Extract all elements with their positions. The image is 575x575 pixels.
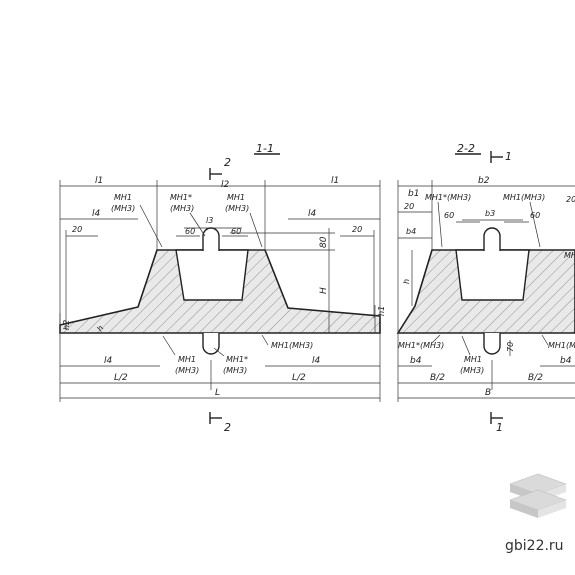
dim-l2: l2 (221, 180, 230, 190)
dim-60-left-2: 60 (444, 211, 454, 220)
dim-60-right: 60 (231, 227, 241, 236)
dim-L2-left: L/2 (114, 373, 128, 383)
watermark-logo (509, 473, 567, 518)
cut-mark-top-label-1: 2 (224, 156, 231, 169)
dim-20-left: 20 (72, 225, 82, 234)
dim-B2-left: B/2 (430, 373, 445, 383)
cut-20: 20 (566, 195, 575, 204)
lifting-loop-bottom-2 (483, 333, 501, 355)
dim-B: B (485, 388, 491, 398)
dim-H: H (319, 287, 329, 294)
dim-60-right-2: 60 (530, 211, 540, 220)
label-mn1star-bot: МН1* (226, 355, 248, 364)
label-mn1-bot-right-2: МН1(МН3) (548, 341, 575, 350)
lifting-loop-bottom-1 (202, 333, 220, 355)
label-mn1-mn3-top: МН1(МН3) (503, 193, 545, 202)
label-mn3-top-left: (МН3) (111, 204, 135, 213)
dim-l1-right: l1 (331, 176, 339, 186)
dim-20-2: 20 (404, 202, 414, 211)
dim-B2-right: B/2 (528, 373, 543, 383)
dim-l4-left: l4 (92, 209, 101, 219)
label-mn1star-top: МН1* (170, 193, 192, 202)
label-mn1-bot-2: МН1 (464, 355, 482, 364)
dim-l1-left: l1 (95, 176, 103, 186)
leader-bot-2-right (541, 334, 549, 346)
dim-b4-bot-right: b4 (560, 356, 572, 366)
label-mn1-right: МН1(МН3) (271, 341, 313, 350)
leader-top-left (139, 204, 163, 248)
dim-60-left: 60 (185, 227, 195, 236)
leader-top-2-left (437, 201, 443, 248)
label-mn3-top-right: (МН3) (225, 204, 249, 213)
dim-L2-right: L/2 (292, 373, 306, 383)
section-1-title: 1-1 (256, 142, 274, 155)
cavity-section-2 (455, 249, 530, 301)
label-mn1star-mn3-bot: МН1*(МН3) (398, 341, 444, 350)
dim-b1: b1 (408, 189, 419, 199)
leader-bot-right (213, 347, 225, 357)
label-mn3-bot-left: (МН3) (175, 366, 199, 375)
label-mn3-bot-2: (МН3) (460, 366, 484, 375)
leader-bot-2-left (431, 334, 441, 344)
label-mn1star-mn3-top: МН1*(МН3) (425, 193, 471, 202)
dim-20-right: 20 (352, 225, 362, 234)
dim-b2: b2 (478, 176, 490, 186)
dim-b4-bot-left: b4 (410, 356, 422, 366)
dim-h1: h1 (377, 306, 386, 316)
dim-h: h (95, 324, 105, 333)
dim-l4-bot-left: l4 (104, 356, 113, 366)
dim-h2: h2 (62, 320, 71, 330)
lifting-loop-top-2 (483, 227, 501, 251)
dim-L: L (215, 388, 220, 398)
dim-b3: b3 (485, 209, 495, 218)
cut-mark-bot-label-2: 1 (496, 421, 503, 434)
label-mn1-top-right: МН1 (227, 193, 245, 202)
leader-right (261, 334, 269, 346)
dim-l4-bot-right: l4 (312, 356, 321, 366)
label-mn1-bot-left: МН1 (178, 355, 196, 364)
section-2-title: 2-2 (457, 142, 475, 155)
dim-80: 80 (319, 236, 329, 248)
label-mn3-top-mid: (МН3) (170, 204, 194, 213)
leader-bot-2-mid (461, 335, 471, 356)
section-2-2: 2-2 1 b1 b2 b3 20 b4 60 60 h МН1*(МН3) М… (396, 142, 575, 434)
watermark-text: gbi22.ru (505, 538, 564, 554)
leader-top-2-right (529, 201, 541, 248)
cut-mark-bot-label-1: 2 (224, 421, 231, 434)
dim-h-2: h (402, 279, 411, 284)
leader-top-right (249, 212, 263, 248)
cut-mark-top-label-2: 1 (505, 150, 512, 163)
lifting-loop-top-1 (202, 227, 220, 251)
leader-top-mid (189, 212, 206, 237)
section-1-1: 1-1 2 l1 l2 l1 l4 l4 l3 20 20 (59, 142, 386, 434)
label-mn1-top-left: МН1 (114, 193, 132, 202)
dim-b4: b4 (406, 227, 416, 236)
label-mn3-bot-right: (МН3) (223, 366, 247, 375)
dim-l4-right: l4 (308, 209, 317, 219)
cut-mn: МН (564, 251, 575, 260)
cavity-section-1 (175, 249, 249, 301)
dim-70: 70 (506, 342, 515, 352)
dim-l3: l3 (206, 216, 213, 225)
leader-bot-left (162, 335, 176, 356)
